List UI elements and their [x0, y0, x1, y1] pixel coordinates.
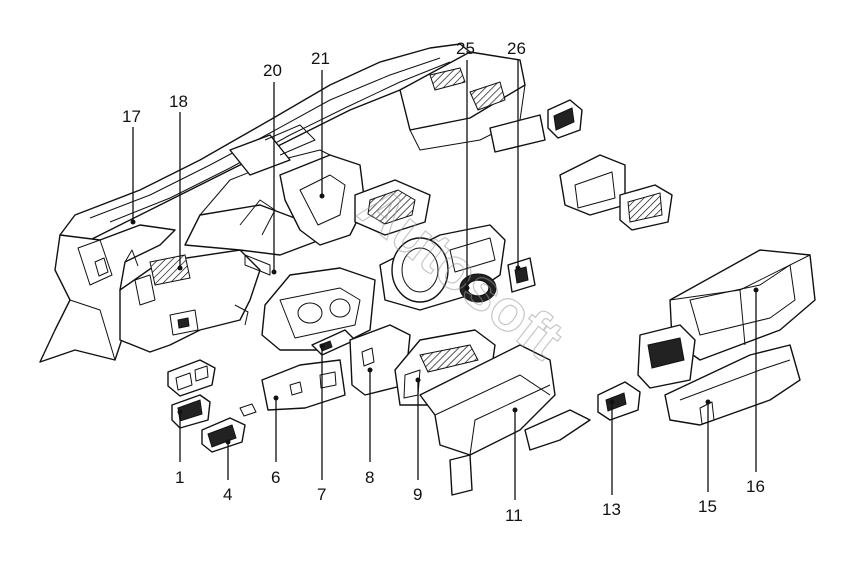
callout-21: 21	[311, 49, 330, 68]
dashboard-panel	[39, 43, 546, 363]
part-25-instrument-cluster	[379, 224, 506, 311]
callout-18: 18	[169, 92, 188, 111]
part-26-switch	[507, 257, 536, 293]
callout-17: 17	[122, 107, 141, 126]
part-11-center-console	[419, 344, 591, 496]
side-vents	[547, 99, 673, 231]
callout-26: 26	[507, 39, 526, 58]
callout-4: 4	[223, 485, 232, 504]
part-1-switch	[167, 359, 216, 429]
callout-1: 1	[175, 468, 184, 487]
callout-20: 20	[263, 61, 282, 80]
part-21-cluster-hood	[279, 154, 366, 246]
callout-9: 9	[413, 485, 422, 504]
part-16-glove-box	[637, 249, 816, 389]
callout-11: 11	[505, 506, 523, 525]
callout-8: 8	[365, 468, 374, 487]
callout-7: 7	[317, 485, 326, 504]
part-20-meter-housing	[244, 254, 376, 351]
part-6-lower-panel	[261, 359, 346, 411]
callout-13: 13	[602, 500, 621, 519]
part-8-panel	[349, 324, 411, 396]
part-13-switch	[597, 381, 641, 421]
callout-25: 25	[456, 39, 475, 58]
part-4-switch	[201, 403, 257, 453]
callout-15: 15	[698, 497, 717, 516]
callout-labels: 17 18 20 21 25 26 1 4 6 7 8 9 11 13 15 1…	[122, 39, 765, 525]
callout-16: 16	[746, 477, 765, 496]
leader-lines	[130, 60, 759, 500]
part-15-tray	[664, 344, 801, 426]
callout-6: 6	[271, 468, 280, 487]
center-vent	[354, 179, 431, 236]
